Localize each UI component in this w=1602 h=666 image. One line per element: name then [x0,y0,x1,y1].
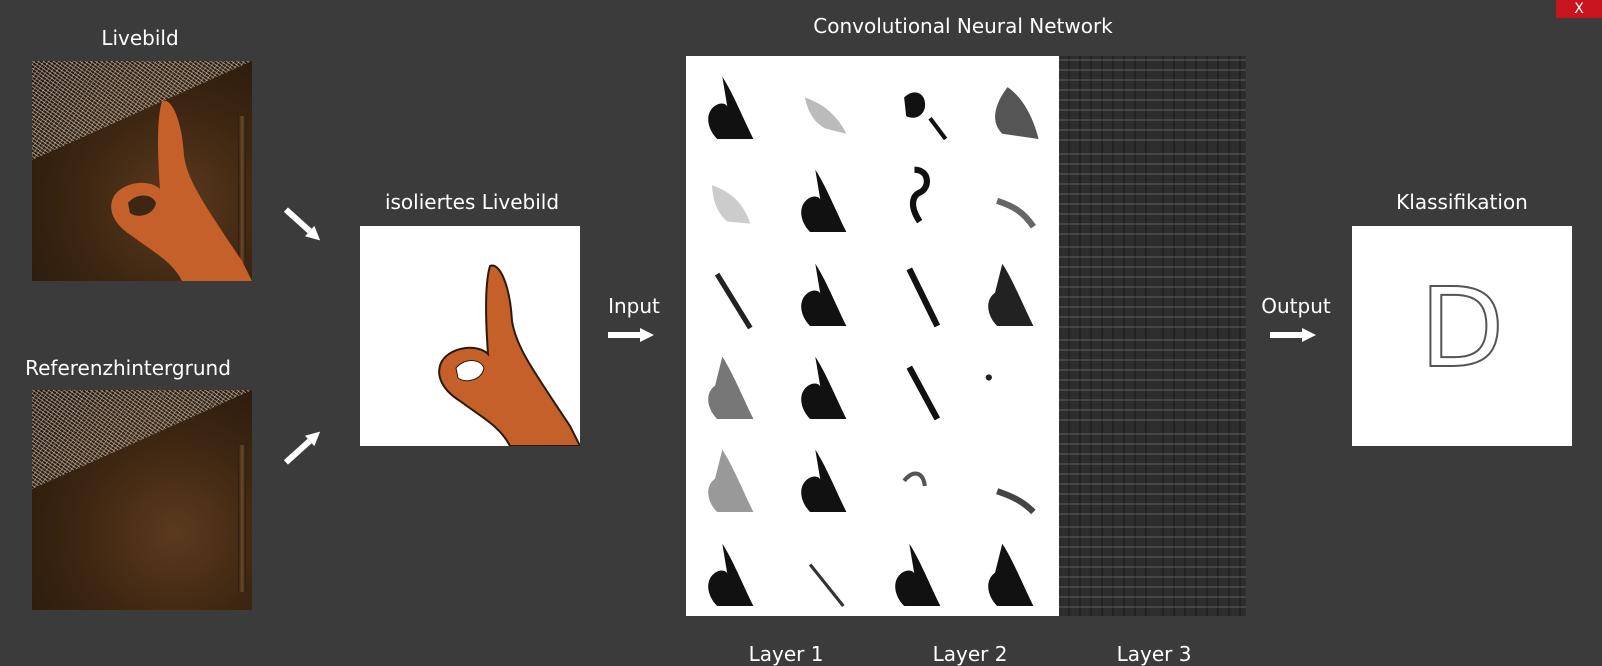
feature-map [686,149,780,243]
cnn-title: Convolutional Neural Network [813,14,1113,38]
feature-map [686,429,780,523]
arrow-down-right-icon [281,204,325,245]
feature-map [686,242,780,336]
referenz-image [32,390,252,610]
feature-map [966,429,1060,523]
klassifikation-label: Klassifikation [1396,190,1528,214]
feature-map [872,336,966,430]
layer-label: Layer 3 [1116,642,1192,666]
feature-map [1152,56,1246,150]
feature-map [779,149,873,243]
feature-map [779,522,873,616]
cnn-feature-grid [686,56,1246,616]
feature-map [966,336,1060,430]
feature-map [686,56,780,150]
arrow-right-icon [1270,328,1316,342]
feature-map [966,522,1060,616]
feature-map [872,149,966,243]
isoliert-image [360,226,580,446]
feature-map [1059,149,1153,243]
feature-map [872,242,966,336]
hand-graphic [111,100,252,281]
livebild-label: Livebild [101,26,179,50]
feature-map [1059,56,1153,150]
feature-map [966,149,1060,243]
feature-map [1152,522,1246,616]
feature-map [1059,522,1153,616]
feature-map [1152,149,1246,243]
feature-map [779,242,873,336]
feature-map [779,56,873,150]
livebild-image [32,61,252,281]
feature-map [779,336,873,430]
output-label: Output [1261,294,1331,318]
layer-label: Layer 2 [932,642,1008,666]
isoliert-label: isoliertes Livebild [384,190,560,214]
feature-map [966,56,1060,150]
feature-map [686,336,780,430]
input-label: Input [608,294,660,318]
noise-overlay [32,390,252,489]
feature-map [872,522,966,616]
feature-map [872,429,966,523]
arrow-right-icon [608,328,654,342]
referenz-label: Referenzhintergrund [25,356,231,380]
feature-map [1152,242,1246,336]
feature-map [1152,429,1246,523]
door-frame [238,445,246,593]
layer-label: Layer 1 [748,642,824,666]
classification-letter: D [1419,263,1506,393]
feature-map [1059,429,1153,523]
feature-map [872,56,966,150]
close-button[interactable]: X [1556,0,1602,18]
klassifikation-panel: D [1352,226,1572,446]
door-frame [238,116,246,264]
feature-map [1059,242,1153,336]
feature-map [966,242,1060,336]
isolated-hand-graphic [438,264,580,446]
arrow-up-right-icon [281,426,325,467]
feature-map [686,522,780,616]
feature-map [1152,336,1246,430]
feature-map [1059,336,1153,430]
feature-map [779,429,873,523]
